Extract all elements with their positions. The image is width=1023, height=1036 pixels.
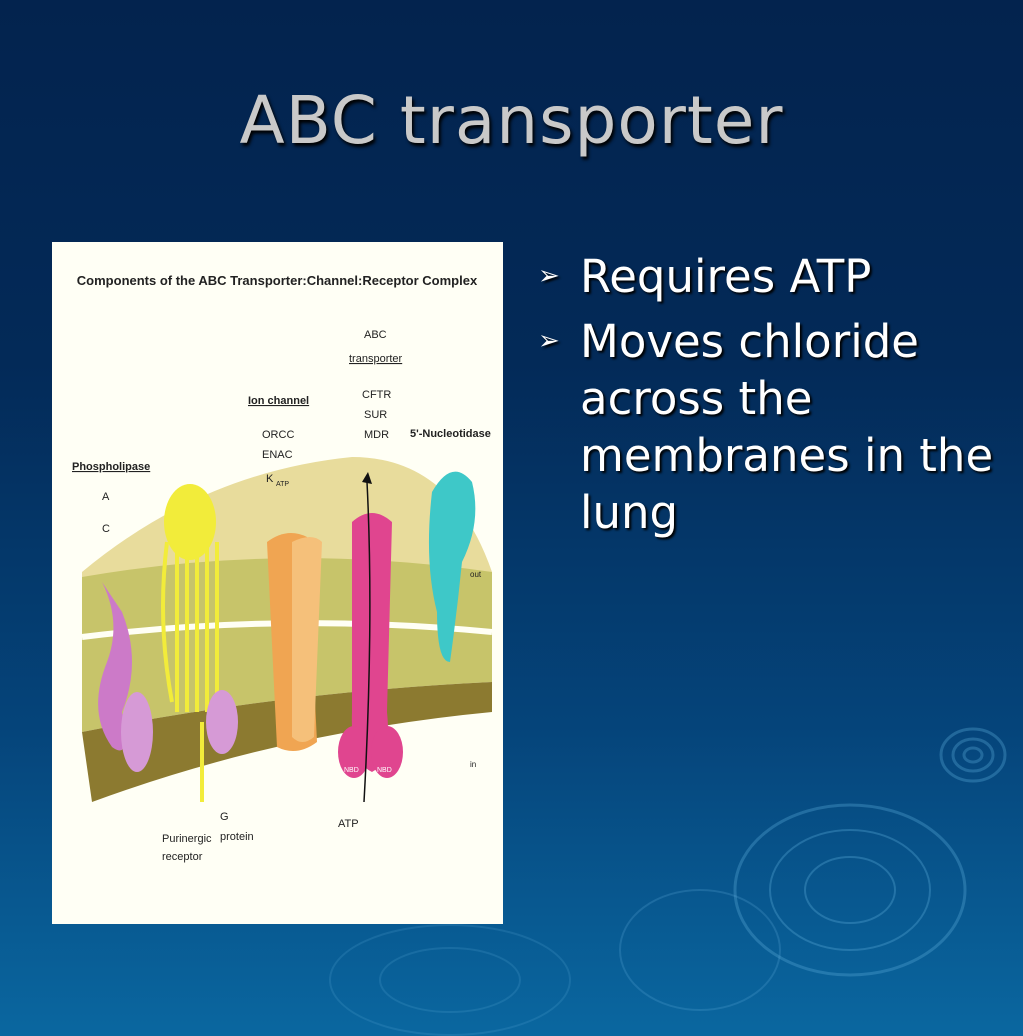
label-phospholipase-a: A: [102, 491, 110, 503]
label-mdr: MDR: [364, 429, 389, 441]
bullet-list: ➢ Requires ATP ➢ Moves chloride across t…: [536, 248, 1006, 549]
label-phospholipase: Phospholipase: [72, 461, 150, 473]
label-cftr: CFTR: [362, 389, 391, 401]
label-nbd-1: NBD: [344, 767, 359, 774]
phospholipase-protein: [98, 582, 153, 772]
label-abc-line2: transporter: [349, 353, 403, 365]
bullet-item: ➢ Moves chloride across the membranes in…: [536, 313, 1006, 541]
figure-title: Components of the ABC Transporter:Channe…: [77, 273, 478, 288]
label-sur: SUR: [364, 409, 387, 421]
bullet-item: ➢ Requires ATP: [536, 248, 1006, 305]
bullet-text: Requires ATP: [580, 250, 872, 303]
label-phospholipase-c: C: [102, 523, 110, 535]
membrane-diagram: Components of the ABC Transporter:Channe…: [72, 273, 493, 863]
label-katp: K: [266, 473, 274, 485]
slide-title: ABC transporter: [239, 82, 784, 159]
purinergic-receptor: [161, 484, 219, 802]
label-katp-sub: ATP: [276, 481, 289, 488]
nucleotidase-protein: [428, 471, 476, 662]
label-nucleotidase: 5'-Nucleotidase: [410, 428, 491, 440]
label-in: in: [470, 760, 476, 769]
abc-transporter-protein: [338, 472, 403, 803]
label-purinergic-line1: Purinergic: [162, 833, 212, 845]
label-enac: ENAC: [262, 449, 293, 461]
arrowhead-bullet-icon: ➢: [538, 326, 560, 356]
label-out: out: [470, 570, 482, 579]
label-g-protein-line1: G: [220, 811, 229, 823]
arrowhead-bullet-icon: ➢: [538, 261, 560, 291]
label-ion-channel: Ion channel: [248, 395, 309, 407]
label-atp: ATP: [338, 818, 359, 830]
label-abc-line1: ABC: [364, 329, 387, 341]
label-orcc: ORCC: [262, 429, 294, 441]
abc-transporter-figure: Components of the ABC Transporter:Channe…: [52, 242, 503, 924]
label-g-protein-line2: protein: [220, 831, 254, 843]
ion-channel-protein: [267, 533, 322, 751]
bullet-text: Moves chloride across the membranes in t…: [580, 315, 994, 539]
label-nbd-2: NBD: [377, 767, 392, 774]
g-protein-shape: [206, 690, 238, 754]
label-purinergic-line2: receptor: [162, 851, 203, 863]
